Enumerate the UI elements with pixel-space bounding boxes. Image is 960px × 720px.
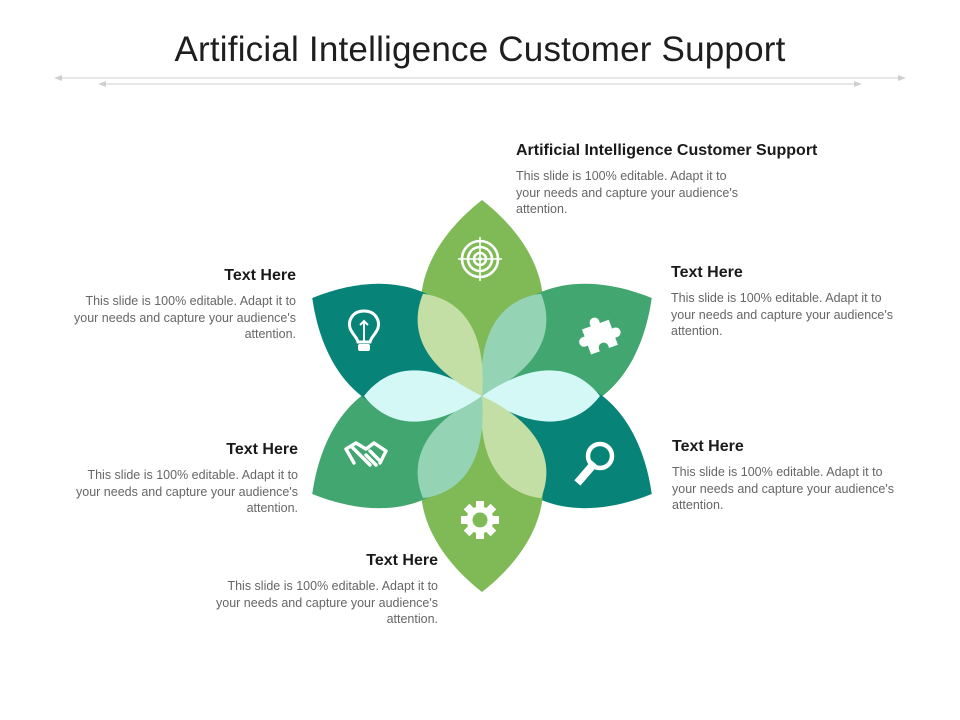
block-bottom: Text Here This slide is 100% editable. A… bbox=[198, 552, 438, 628]
block-body: This slide is 100% editable. Adapt it to… bbox=[74, 294, 296, 341]
puzzle-icon bbox=[579, 317, 621, 355]
petal-overlap bbox=[482, 370, 600, 422]
overlaps-layer bbox=[364, 293, 600, 499]
block-body: This slide is 100% editable. Adapt it to… bbox=[216, 579, 438, 626]
lightbulb-icon bbox=[348, 309, 380, 351]
target-icon bbox=[458, 237, 502, 281]
block-body: This slide is 100% editable. Adapt it to… bbox=[516, 169, 738, 216]
icons-layer bbox=[344, 237, 621, 539]
block-body: This slide is 100% editable. Adapt it to… bbox=[76, 468, 298, 515]
title-divider bbox=[54, 75, 906, 87]
petal-overlap bbox=[481, 396, 547, 499]
block-body: This slide is 100% editable. Adapt it to… bbox=[671, 291, 893, 338]
petal-overlap bbox=[417, 293, 483, 396]
magnifier-icon bbox=[574, 441, 615, 486]
block-left-lower: Text Here This slide is 100% editable. A… bbox=[58, 441, 298, 517]
block-heading: Text Here bbox=[672, 438, 744, 455]
petal-overlap bbox=[364, 370, 482, 422]
page-title: Artificial Intelligence Customer Support bbox=[174, 30, 786, 69]
petal-overlap bbox=[481, 293, 547, 396]
block-heading: Text Here bbox=[366, 552, 438, 569]
gear-icon bbox=[461, 501, 499, 539]
block-heading: Text Here bbox=[226, 441, 298, 458]
block-heading: Text Here bbox=[671, 264, 743, 281]
block-heading: Text Here bbox=[224, 267, 296, 284]
block-heading: Artificial Intelligence Customer Support bbox=[516, 142, 818, 159]
handshake-icon bbox=[344, 441, 388, 467]
block-top-right: Artificial Intelligence Customer Support… bbox=[516, 142, 896, 218]
block-right-upper: Text Here This slide is 100% editable. A… bbox=[671, 264, 911, 340]
petal-overlap bbox=[417, 396, 483, 499]
block-right-lower: Text Here This slide is 100% editable. A… bbox=[672, 438, 912, 514]
block-left-upper: Text Here This slide is 100% editable. A… bbox=[56, 267, 296, 343]
block-body: This slide is 100% editable. Adapt it to… bbox=[672, 465, 894, 512]
